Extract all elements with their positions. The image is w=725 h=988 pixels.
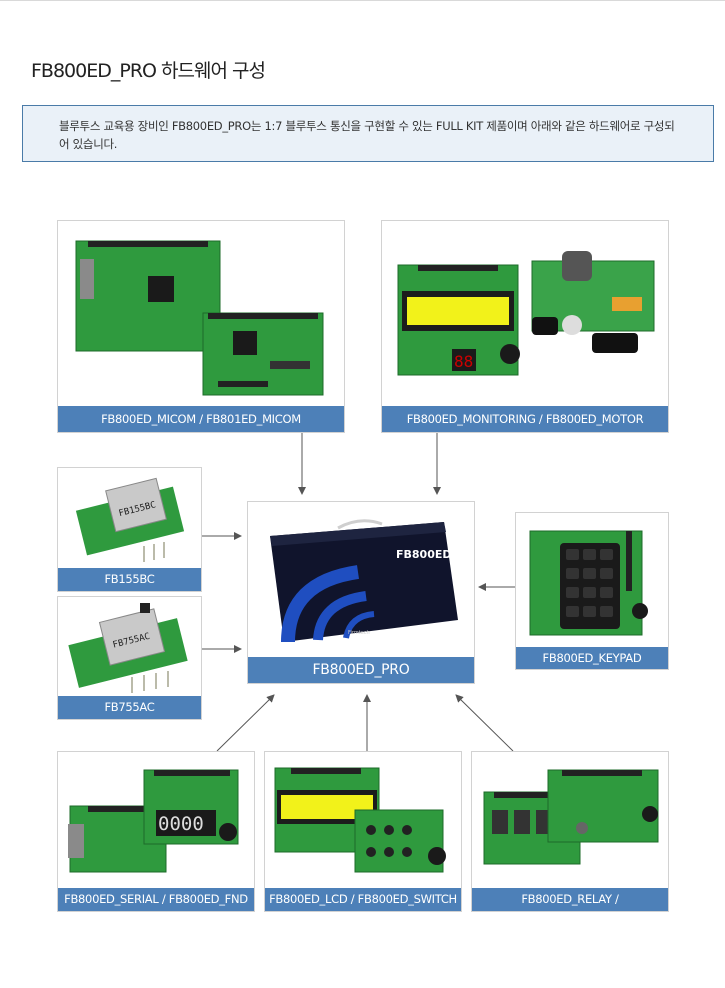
keypad-label: FB800ED_KEYPAD [516, 647, 668, 669]
fb755-card: FB755AC FB755AC [57, 596, 202, 720]
fb155-label: FB155BC [58, 568, 201, 591]
keypad-card: FB800ED_KEYPAD [515, 512, 669, 670]
seven-seg-display: 88 [454, 352, 473, 371]
monitoring-board-image: 88 [397, 251, 655, 376]
monitoring-card: 88 FB800ED_MONITORING / FB800ED_MOTOR [381, 220, 669, 433]
micom-card: FB800ED_MICOM / FB801ED_MICOM [57, 220, 345, 433]
relay-board-image [483, 769, 659, 865]
serial-label: FB800ED_SERIAL / FB800ED_FND [58, 888, 254, 911]
keypad-board-image [529, 530, 648, 636]
arrow-serial [216, 694, 275, 752]
fb755-module-image: FB755AC [68, 603, 188, 693]
serial-board-image: 0000 [68, 769, 239, 873]
fb800ed-pro-card: FB800ED Firmtech FB800ED_PRO [247, 501, 475, 684]
lcd-card: FB800ED_LCD / FB800ED_SWITCH [264, 751, 462, 912]
relay-label: FB800ED_RELAY / FB800ED_SENSOR [472, 888, 668, 929]
box-maker-text: Firmtech [348, 630, 370, 636]
relay-card: FB800ED_RELAY / FB800ED_SENSOR [471, 751, 669, 929]
micom-label: FB800ED_MICOM / FB801ED_MICOM [58, 406, 344, 432]
lcd-board-image [274, 767, 446, 873]
fb155-module-image: FB155BC [75, 477, 185, 562]
fb800ed-pro-label: FB800ED_PRO [248, 657, 474, 683]
fb755-label: FB755AC [58, 696, 201, 719]
fb800ed-box-image: FB800ED Firmtech [270, 519, 458, 643]
monitoring-label: FB800ED_MONITORING / FB800ED_MOTOR [382, 406, 668, 432]
serial-card: 0000 FB800ED_SERIAL / FB800ED_FND [57, 751, 255, 912]
box-brand-text: FB800ED [396, 548, 452, 561]
micom-board-image [75, 240, 324, 396]
page-title: FB800ED_PRO 하드웨어 구성 [31, 60, 266, 82]
intro-box: 블루투스 교육용 장비인 FB800ED_PRO는 1:7 블루투스 통신을 구… [22, 105, 714, 162]
arrow-relay [455, 694, 514, 752]
fnd-display: 0000 [158, 813, 204, 835]
lcd-label: FB800ED_LCD / FB800ED_SWITCH [265, 888, 461, 911]
fb155-card: FB155BC FB155BC [57, 467, 202, 592]
top-divider [0, 0, 725, 1]
